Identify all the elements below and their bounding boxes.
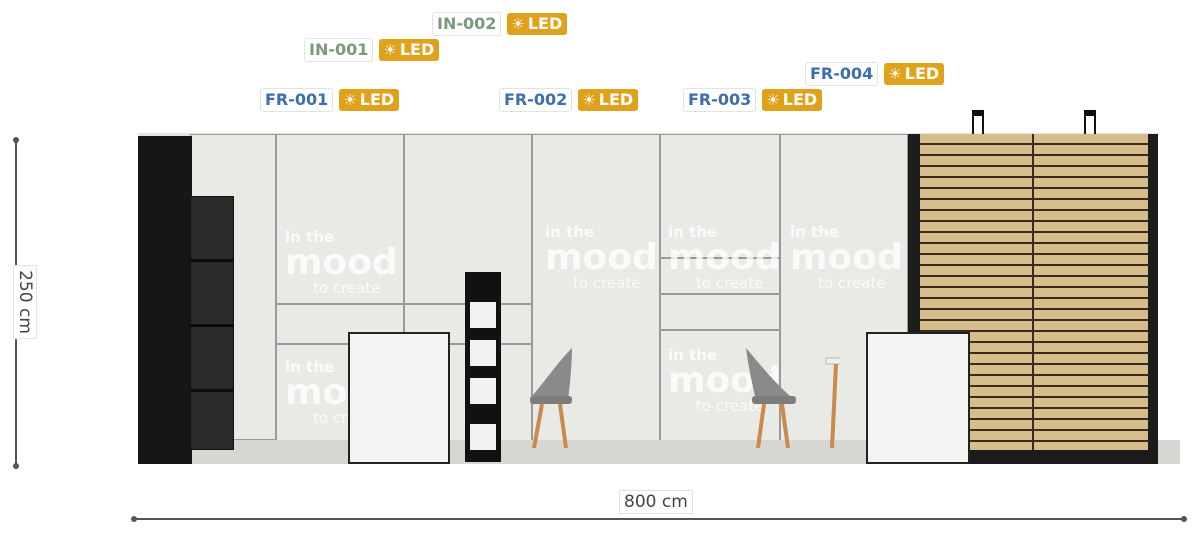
furniture: [530, 348, 840, 449]
wall-panel: [532, 134, 660, 460]
label-fr-003: FR-003 ☀LED: [683, 88, 823, 112]
width-dimension-line: [134, 518, 1184, 520]
watermark-line2: mood: [668, 237, 781, 278]
spotlight-right: [1084, 110, 1096, 134]
watermark-line2: mood: [545, 237, 658, 278]
label-fr-001: FR-001 ☀LED: [260, 88, 400, 112]
fr-003-code: FR-003: [683, 88, 757, 112]
high-table: [825, 357, 840, 449]
led-badge: ☀LED: [884, 63, 945, 85]
brochure-slot: [470, 302, 496, 328]
width-dimension-label: 800 cm: [619, 490, 693, 514]
brochure-slot: [470, 424, 496, 450]
in-001-code: IN-001: [304, 38, 374, 62]
watermark-line3: to create: [818, 274, 886, 292]
black-shelf-unit: [190, 196, 234, 450]
watermark-line1: in the: [285, 228, 335, 246]
chair-left: [530, 348, 572, 449]
width-dimension-end: [1181, 516, 1187, 522]
sun-icon: ☀: [343, 91, 357, 109]
left-black-wall: [138, 136, 192, 464]
sun-icon: ☀: [888, 65, 902, 83]
watermark-line1: in the: [668, 223, 718, 241]
label-fr-002: FR-002 ☀LED: [499, 88, 639, 112]
led-badge: ☀LED: [379, 39, 440, 61]
brochure-slot: [470, 378, 496, 404]
watermark: in the mood to create: [668, 225, 781, 291]
in-002-code: IN-002: [432, 12, 502, 36]
label-fr-004: FR-004 ☀LED: [805, 62, 945, 86]
label-in-001: IN-001 ☀LED: [304, 38, 440, 62]
counter-left: [348, 332, 450, 464]
label-in-002: IN-002 ☀LED: [432, 12, 568, 36]
sun-icon: ☀: [766, 91, 780, 109]
sun-icon: ☀: [511, 15, 525, 33]
led-text: LED: [399, 40, 435, 59]
led-text: LED: [527, 14, 563, 33]
height-dimension-end: [13, 463, 19, 469]
watermark-line3: to create: [573, 274, 641, 292]
led-text: LED: [598, 90, 634, 109]
height-dimension-end: [13, 137, 19, 143]
watermark-line1: in the: [790, 223, 840, 241]
fr-004-code: FR-004: [805, 62, 879, 86]
watermark: in the mood to create: [545, 225, 658, 291]
wall-panel: [660, 258, 780, 294]
width-dimension-end: [131, 516, 137, 522]
height-dimension-label: 250 cm: [12, 265, 37, 339]
spotlight-left: [972, 110, 984, 134]
watermark: in the mood to create: [285, 230, 398, 296]
chair-right: [746, 348, 796, 449]
watermark-line3: to create: [696, 274, 764, 292]
fr-001-code: FR-001: [260, 88, 334, 112]
led-text: LED: [782, 90, 818, 109]
wall-panel: [660, 134, 780, 258]
watermark-line2: mood: [285, 242, 398, 283]
counter-right: [866, 332, 970, 464]
wall-panel: [276, 134, 404, 304]
slat-divider: [1032, 134, 1034, 450]
led-badge: ☀LED: [762, 89, 823, 111]
watermark-line3: to create: [313, 279, 381, 297]
watermark-line2: mood: [790, 237, 903, 278]
brochure-slot: [470, 340, 496, 366]
watermark-line3: to create: [696, 397, 764, 415]
led-badge: ☀LED: [339, 89, 400, 111]
wall-panel: [660, 294, 780, 330]
sun-icon: ☀: [383, 41, 397, 59]
led-badge: ☀LED: [507, 13, 568, 35]
watermark-line1: in the: [285, 358, 335, 376]
sun-icon: ☀: [582, 91, 596, 109]
fr-002-code: FR-002: [499, 88, 573, 112]
watermark-line1: in the: [545, 223, 595, 241]
led-badge: ☀LED: [578, 89, 639, 111]
watermark-line1: in the: [668, 346, 718, 364]
watermark: in the mood to create: [790, 225, 903, 291]
led-text: LED: [359, 90, 395, 109]
led-text: LED: [904, 64, 940, 83]
